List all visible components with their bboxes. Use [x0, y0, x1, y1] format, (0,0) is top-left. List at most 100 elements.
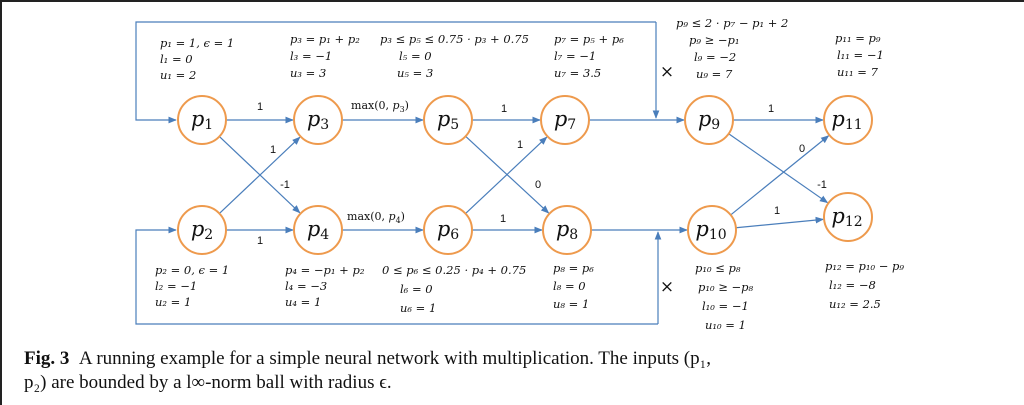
- annotation-line: u₁₂ = 2.5: [829, 297, 881, 311]
- node-p7: p7: [540, 95, 590, 145]
- edge-weight-label: 1: [501, 103, 507, 115]
- node-circle: [177, 95, 227, 145]
- edge-weight-label: 1: [500, 213, 506, 225]
- annotation-line: p₁₂ = p₁₀ − p₉: [825, 259, 904, 273]
- node-circle: [687, 205, 737, 255]
- figure-caption: Fig. 3 A running example for a simple ne…: [24, 347, 1024, 395]
- node-p6: p6: [423, 205, 473, 255]
- node-circle: [293, 205, 343, 255]
- node-circle: [177, 205, 227, 255]
- annotation-line: l₉ = −2: [694, 50, 736, 64]
- annotation-line: u₆ = 1: [400, 301, 436, 315]
- annotation-p7: p₇ = p₅ + p₆ l₇ = −1 u₇ = 3.5: [554, 32, 624, 80]
- annotation-line: l₃ = −1: [290, 49, 332, 63]
- annotation-line: u₁ = 2: [160, 68, 196, 82]
- multiply-icon: ×: [660, 62, 674, 82]
- annotation-line: p₇ = p₅ + p₆: [554, 32, 624, 46]
- edge-weight-label: 0: [535, 179, 541, 191]
- node-p3: p3: [293, 95, 343, 145]
- node-circle: [293, 95, 343, 145]
- edge-weight-label: max(0, p4): [347, 210, 405, 225]
- feedback-connectors: ××: [135, 21, 674, 325]
- annotation-line: u₁₀ = 1: [705, 318, 746, 332]
- caption-label: Fig. 3: [24, 348, 70, 369]
- edge-p2-p3: [219, 136, 301, 214]
- edge-weight-label: 1: [270, 144, 276, 156]
- annotation-line: p₁ = 1, ϵ = 1: [160, 36, 234, 50]
- node-p12: p12: [823, 192, 873, 242]
- annotation-line: l₇ = −1: [554, 49, 596, 63]
- annotation-line: l₂ = −1: [155, 279, 197, 293]
- node-label: p9: [698, 107, 720, 133]
- annotation-p10: p₁₀ ≤ p₈ p₁₀ ≥ −p₈ l₁₀ = −1 u₁₀ = 1: [695, 261, 754, 332]
- node-circle: [423, 95, 473, 145]
- annotation-line: p₉ ≤ 2 · p₇ − p₁ + 2: [676, 16, 788, 30]
- annotation-line: l₁₁ = −1: [837, 48, 884, 62]
- annotation-line: p₃ ≤ p₅ ≤ 0.75 · p₃ + 0.75: [380, 32, 529, 46]
- multiply-icon: ×: [660, 277, 674, 297]
- node-label: p7: [554, 107, 576, 133]
- edge-weight-label: -1: [280, 179, 290, 191]
- annotation-p5: p₃ ≤ p₅ ≤ 0.75 · p₃ + 0.75 l₅ = 0 u₅ = 3: [380, 32, 529, 80]
- edge-weight-label: 1: [774, 205, 780, 217]
- node-p11: p11: [823, 95, 873, 145]
- annotation-line: l₁₂ = −8: [829, 278, 876, 292]
- node-circle: [823, 95, 873, 145]
- node-label: p10: [695, 217, 726, 243]
- annotation-line: u₅ = 3: [397, 66, 433, 80]
- node-circle: [684, 95, 734, 145]
- edge-p10-p11: [730, 135, 830, 216]
- edge-weight-label: max(0, p3): [351, 99, 409, 114]
- annotation-line: u₁₁ = 7: [837, 65, 879, 79]
- annotation-p12: p₁₂ = p₁₀ − p₉ l₁₂ = −8 u₁₂ = 2.5: [825, 259, 904, 311]
- annotation-line: p₉ ≥ −p₁: [689, 33, 740, 47]
- annotations: p₁ = 1, ϵ = 1l₁ = 0u₁ = 2p₂ = 0, ϵ = 1l₂…: [155, 16, 904, 332]
- annotation-line: u₉ = 7: [696, 67, 733, 81]
- node-p9: p9: [684, 95, 734, 145]
- annotation-line: p₈ = p₆: [553, 261, 594, 275]
- annotation-line: p₁₁ = p₉: [835, 31, 881, 45]
- node-p1: p1: [177, 95, 227, 145]
- node-p5: p5: [423, 95, 473, 145]
- annotation-line: l₁₀ = −1: [702, 299, 749, 313]
- node-label: p11: [831, 107, 862, 133]
- node-p4: p4: [293, 205, 343, 255]
- node-label: p3: [307, 107, 329, 133]
- node-label: p5: [437, 107, 459, 133]
- annotation-line: p₁₀ ≥ −p₈: [698, 280, 754, 294]
- annotation-line: u₃ = 3: [290, 66, 326, 80]
- edge-p9-p12: [728, 133, 829, 204]
- annotation-line: u₈ = 1: [553, 297, 589, 311]
- node-circle: [540, 95, 590, 145]
- caption-line-2: p₂) are bounded by a l∞-norm ball with r…: [24, 372, 392, 393]
- annotation-line: l₆ = 0: [400, 282, 433, 296]
- node-p8: p8: [542, 205, 592, 255]
- node-label: p2: [191, 217, 213, 243]
- node-p2: p2: [177, 205, 227, 255]
- edge-weight-label: 1: [768, 103, 774, 115]
- caption-line-1: A running example for a simple neural ne…: [78, 348, 711, 369]
- annotation-line: p₁₀ ≤ p₈: [695, 261, 741, 275]
- feedback-line-p2-to-p10: [135, 226, 658, 325]
- node-label: p1: [191, 107, 213, 133]
- edge-p10-p12: [735, 216, 824, 229]
- node-circle: [542, 205, 592, 255]
- edge-weight-label: 0: [799, 143, 805, 155]
- nodes: p1 p2 p3 p4 p5 p6 p7 p8 p9 p10 p11 p12: [177, 95, 873, 255]
- annotation-line: u₇ = 3.5: [554, 66, 601, 80]
- node-circle: [423, 205, 473, 255]
- annotation-line: u₂ = 1: [155, 295, 191, 309]
- node-label: p4: [307, 217, 329, 243]
- node-label: p6: [437, 217, 459, 243]
- annotation-line: l₁ = 0: [160, 52, 193, 66]
- annotation-line: l₄ = −3: [285, 279, 327, 293]
- annotation-line: p₄ = −p₁ + p₂: [285, 263, 365, 277]
- edge-weight-label: 1: [517, 139, 523, 151]
- edge-p6-p7: [465, 136, 548, 214]
- edge-weight-label: -1: [817, 179, 827, 191]
- annotation-line: l₅ = 0: [399, 49, 432, 63]
